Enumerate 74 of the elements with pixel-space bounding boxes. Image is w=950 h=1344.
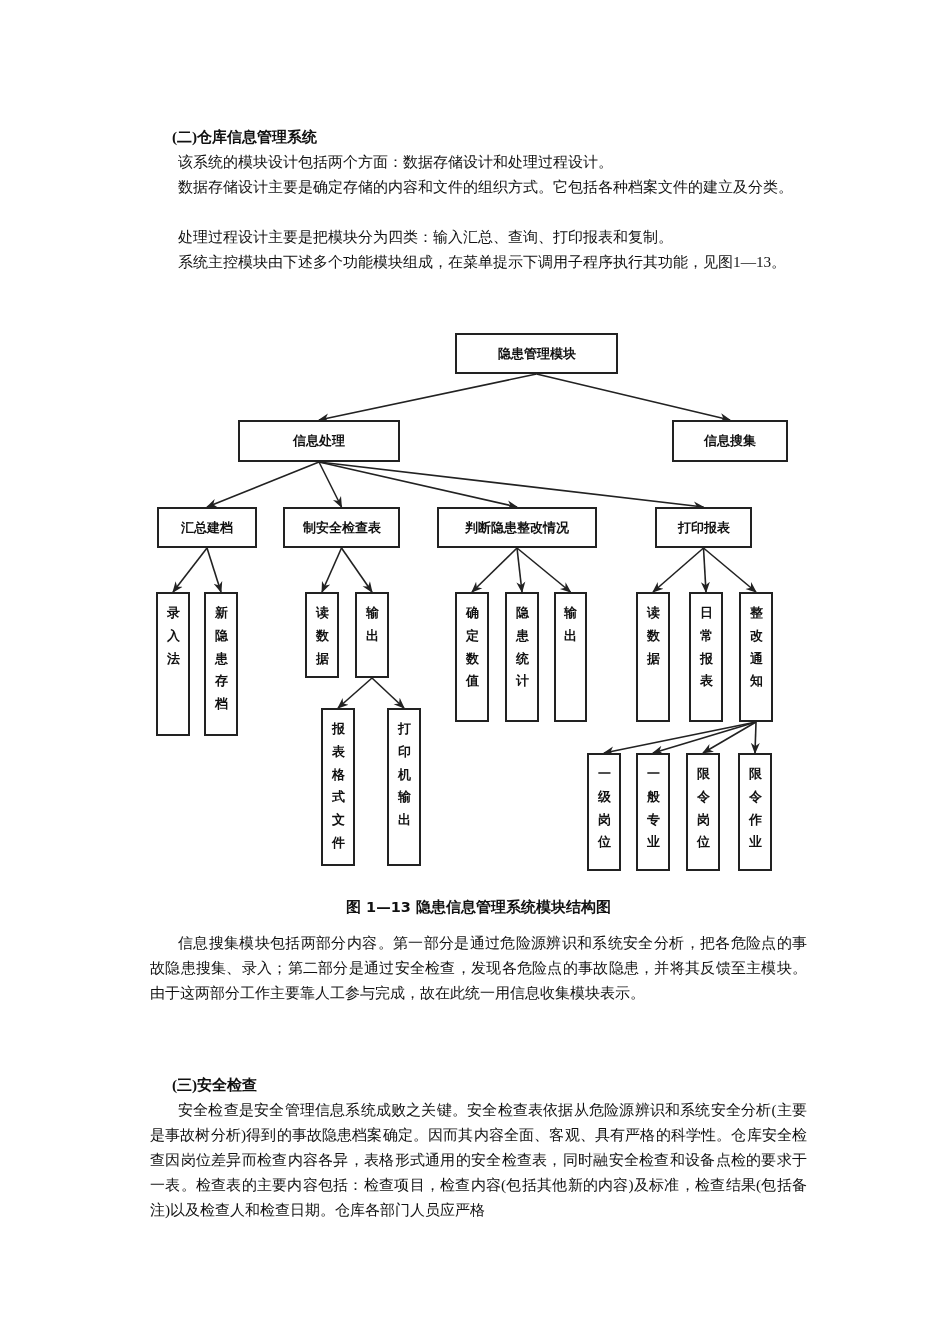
module-label: 信息搜集 bbox=[704, 432, 756, 450]
arrow bbox=[700, 547, 710, 594]
module-box bbox=[738, 753, 772, 871]
arrow bbox=[702, 721, 757, 754]
module-label: 报表格式文件 bbox=[331, 720, 345, 852]
module-label: 录入法 bbox=[166, 604, 180, 668]
paragraph: 处理过程设计主要是把模块分为四类：输入汇总、查询、打印报表和复制。 bbox=[177, 227, 674, 247]
paragraph: 信息搜集模块包括两部分内容。第一部分是通过危险源辨识和系统安全分析，把各危险点的事故隐患搜集、录入；第二部分是通过安全检查，发现各危险点的事故隐患，并将其反馈至主模块。由于这两部分工作主要靠人工参与完成，故在此统一用信息收集模块表示。 bbox=[150, 933, 807, 1003]
paragraph: 安全检查是安全管理信息系统成败之关键。安全检查表依据从危险源辨识和系统安全分析(主要是事故树分析)得到的事故隐患档案确定。因而其内容全面、客观、具有严格的科学性。仓库安全检查因岗位差异而检查内容各异，表格形式通用的安全检查表，同时融安全检查和设备点检的要求于一表。检查表的主要内容包括：检查项目，检查内容(包括其他新的内容)及标准，检查结果(包括备注)以及检查人和检查日期。仓库各部门人员应严格 bbox=[150, 1100, 807, 1220]
paragraph: 该系统的模块设计包括两个方面：数据存储设计和处理过程设计。 bbox=[177, 152, 614, 172]
module-box bbox=[204, 592, 238, 736]
module-box bbox=[739, 592, 773, 722]
module-label: 隐患统计 bbox=[515, 604, 529, 691]
module-box bbox=[455, 333, 618, 374]
module-box bbox=[455, 592, 489, 722]
arrow bbox=[516, 547, 572, 593]
arrow bbox=[651, 721, 757, 755]
module-label: 输出 bbox=[365, 604, 379, 645]
module-label: 打印机输出 bbox=[397, 720, 411, 829]
module-label: 读数据 bbox=[315, 604, 329, 668]
module-box bbox=[689, 592, 723, 722]
section-heading: (三)安全检查 bbox=[171, 1075, 259, 1095]
paragraph: 数据存储设计主要是确定存储的内容和文件的组织方式。它包括各种档案文件的建立及分类。 bbox=[177, 177, 794, 197]
module-label: 制安全检查表 bbox=[302, 518, 381, 537]
section-heading: (二)仓库信息管理系统 bbox=[171, 127, 319, 147]
module-label: 确定数值 bbox=[465, 604, 479, 691]
arrow bbox=[340, 547, 373, 593]
module-box bbox=[387, 708, 421, 866]
arrow bbox=[535, 373, 732, 423]
module-label: 一级岗位 bbox=[597, 765, 611, 852]
module-label: 打印报表 bbox=[677, 518, 730, 537]
arrow bbox=[172, 547, 208, 593]
arrow bbox=[337, 677, 373, 709]
module-label: 一般专业 bbox=[646, 765, 660, 852]
module-label: 限令岗位 bbox=[696, 765, 710, 852]
arrow bbox=[206, 547, 223, 594]
module-label: 输出 bbox=[564, 604, 577, 645]
module-label: 判断隐患整改情况 bbox=[465, 518, 569, 537]
module-box bbox=[355, 592, 389, 678]
module-box bbox=[655, 507, 752, 548]
module-box bbox=[554, 592, 587, 722]
arrow bbox=[750, 721, 760, 755]
arrow bbox=[702, 547, 757, 593]
module-box bbox=[305, 592, 339, 678]
module-box bbox=[587, 753, 621, 871]
module-box bbox=[238, 420, 400, 462]
module-box bbox=[283, 507, 400, 548]
figure-caption: 图 1—13 隐患信息管理系统模块结构图 bbox=[345, 898, 612, 917]
module-label: 日常报表 bbox=[699, 604, 713, 691]
arrow bbox=[321, 547, 343, 593]
arrow bbox=[516, 547, 526, 594]
module-label: 新隐患存档 bbox=[214, 604, 228, 713]
module-label: 限令作业 bbox=[748, 765, 762, 852]
module-box bbox=[636, 592, 670, 722]
module-box bbox=[672, 420, 788, 462]
module-box bbox=[321, 708, 355, 866]
arrow bbox=[317, 373, 538, 423]
module-box bbox=[505, 592, 539, 722]
paragraph: 系统主控模块由下述多个功能模块组成，在菜单提示下调用子程序执行其功能，见图1—13。 bbox=[177, 252, 788, 272]
arrow bbox=[205, 461, 320, 508]
module-box bbox=[437, 507, 597, 548]
module-label: 信息处理 bbox=[293, 432, 345, 450]
module-label: 整改通知 bbox=[749, 604, 763, 691]
arrow bbox=[471, 547, 518, 593]
module-label: 隐患管理模块 bbox=[497, 344, 576, 363]
arrow bbox=[652, 547, 705, 593]
module-label: 读数据 bbox=[646, 604, 660, 668]
module-label: 汇总建档 bbox=[181, 518, 233, 537]
arrow bbox=[318, 461, 343, 508]
module-box bbox=[636, 753, 670, 871]
module-box bbox=[157, 507, 257, 548]
module-box bbox=[686, 753, 720, 871]
module-box bbox=[156, 592, 190, 736]
arrow bbox=[371, 677, 405, 709]
